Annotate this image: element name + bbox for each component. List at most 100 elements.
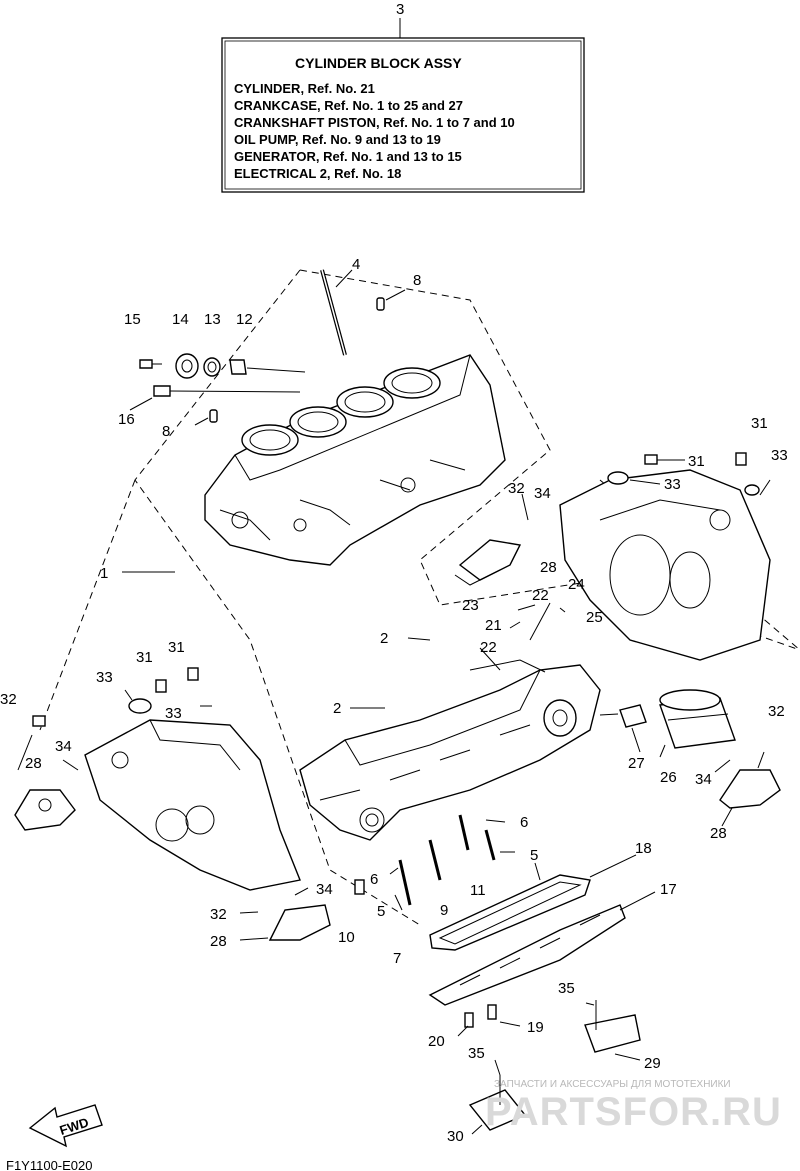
callout-12: 12 [236, 311, 253, 328]
right-crankcase-cover [559, 469, 771, 661]
callout-31-c: 31 [136, 649, 153, 666]
callout-32-c: 32 [768, 703, 785, 720]
callout-21: 21 [485, 617, 502, 634]
callout-13: 13 [204, 311, 221, 328]
assembly-line-4: OIL PUMP, Ref. No. 9 and 13 to 19 [234, 132, 441, 147]
callout-34-a: 34 [534, 485, 551, 502]
callout-2-a: 2 [380, 630, 388, 647]
callout-31-d: 31 [168, 639, 185, 656]
callout-27: 27 [628, 755, 645, 772]
callout-4: 4 [352, 256, 360, 273]
washer-33-right [607, 471, 661, 485]
callout-8-a: 8 [413, 272, 421, 289]
callout-32-d: 32 [210, 906, 227, 923]
leader-lines [17, 479, 771, 1135]
watermark-brand: PARTSFOR.RU [485, 1090, 782, 1134]
assembly-line-6: ELECTRICAL 2, Ref. No. 18 [234, 166, 401, 181]
bolt-19 [487, 1004, 497, 1020]
drawing-code: F1Y1100-E020 [6, 1158, 93, 1171]
callout-5-a: 5 [530, 847, 538, 864]
callout-1: 1 [100, 565, 108, 582]
callout-31-a: 31 [688, 453, 705, 470]
cylinder-block [204, 354, 506, 566]
callout-6-a: 6 [520, 814, 528, 831]
oil-filter-fitting-cluster [129, 353, 306, 411]
left-crankcase-cover [84, 719, 301, 891]
callout-34-c: 34 [695, 771, 712, 788]
stud-bolt [320, 269, 353, 356]
callout-28-b: 28 [25, 755, 42, 772]
callout-15: 15 [124, 311, 141, 328]
assembly-title: CYLINDER BLOCK ASSY [295, 55, 462, 71]
assembly-line-3: CRANKSHAFT PISTON, Ref. No. 1 to 7 and 1… [234, 115, 515, 130]
callout-26: 26 [660, 769, 677, 786]
callout-19: 19 [527, 1019, 544, 1036]
callout-22-a: 22 [532, 587, 549, 604]
assembly-line-2: CRANKCASE, Ref. No. 1 to 25 and 27 [234, 98, 463, 113]
callout-28-a: 28 [540, 559, 557, 576]
bracket-30 [468, 1075, 527, 1131]
callout-32-b: 32 [0, 691, 17, 708]
bolt-31-top [735, 452, 747, 466]
callout-22-b: 22 [480, 639, 497, 656]
watermark: ЗАПЧАСТИ И АКСЕССУАРЫ ДЛЯ МОТОТЕХНИКИ PA… [485, 1079, 782, 1134]
callout-10: 10 [338, 929, 355, 946]
bolt-31-left-b [187, 667, 199, 681]
assembly-line-5: GENERATOR, Ref. No. 1 and 13 to 15 [234, 149, 462, 164]
callout-6-b: 6 [370, 871, 378, 888]
bolt-31-left-a [155, 679, 167, 693]
callout-14: 14 [172, 311, 189, 328]
oil-pan [428, 904, 626, 1006]
assembly-info-box: 3 CYLINDER BLOCK ASSY CYLINDER, Ref. No.… [221, 1, 585, 193]
callout-35-a: 35 [558, 980, 575, 997]
callout-24: 24 [568, 576, 585, 593]
bracket-29 [584, 1000, 641, 1053]
callout-30: 30 [447, 1128, 464, 1145]
callout-16: 16 [118, 411, 135, 428]
callout-7: 7 [393, 950, 401, 967]
callout-18: 18 [635, 840, 652, 857]
mount-bracket-left [14, 789, 76, 831]
callout-28-d: 28 [210, 933, 227, 950]
callout-28-c: 28 [710, 825, 727, 842]
crankcase-bolts [354, 814, 496, 906]
forward-direction-arrow: FWD [28, 1104, 103, 1148]
oil-filter [659, 689, 736, 749]
callout-33-c: 33 [96, 669, 113, 686]
callout-33-b: 33 [771, 447, 788, 464]
callout-25: 25 [586, 609, 603, 626]
callout-33-a: 33 [664, 476, 681, 493]
mount-bracket-right [719, 769, 781, 809]
bolt-31-right [644, 454, 685, 465]
bolt-20 [464, 1012, 474, 1028]
callout-31-b: 31 [751, 415, 768, 432]
callout-20: 20 [428, 1033, 445, 1050]
callout-5-b: 5 [377, 903, 385, 920]
mount-bracket-bottom [268, 904, 331, 941]
callout-34-d: 34 [316, 881, 333, 898]
lower-crankcase [299, 659, 601, 841]
callout-11: 11 [470, 882, 486, 899]
callout-32-a: 32 [508, 480, 525, 497]
bolt-32-left [32, 715, 46, 727]
callout-23: 23 [462, 597, 479, 614]
callout-33-d: 33 [165, 705, 182, 722]
dowel-pin-left [194, 409, 218, 426]
washer-33-left [128, 698, 152, 714]
callout-29: 29 [644, 1055, 661, 1072]
callout-9: 9 [440, 902, 448, 919]
oil-filter-union [599, 704, 647, 728]
callout-8-b: 8 [162, 423, 170, 440]
mount-bracket-upper [454, 539, 522, 586]
washer-33-top [744, 484, 760, 496]
callout-35-b: 35 [468, 1045, 485, 1062]
oil-pan-gasket [429, 874, 591, 951]
callout-34-b: 34 [55, 738, 72, 755]
callout-17: 17 [660, 881, 677, 898]
callout-3: 3 [396, 1, 404, 18]
callout-2-b: 2 [333, 700, 341, 717]
watermark-tagline: ЗАПЧАСТИ И АКСЕССУАРЫ ДЛЯ МОТОТЕХНИКИ [494, 1079, 731, 1090]
dowel-pin-top [376, 289, 406, 311]
assembly-line-1: CYLINDER, Ref. No. 21 [234, 81, 375, 96]
